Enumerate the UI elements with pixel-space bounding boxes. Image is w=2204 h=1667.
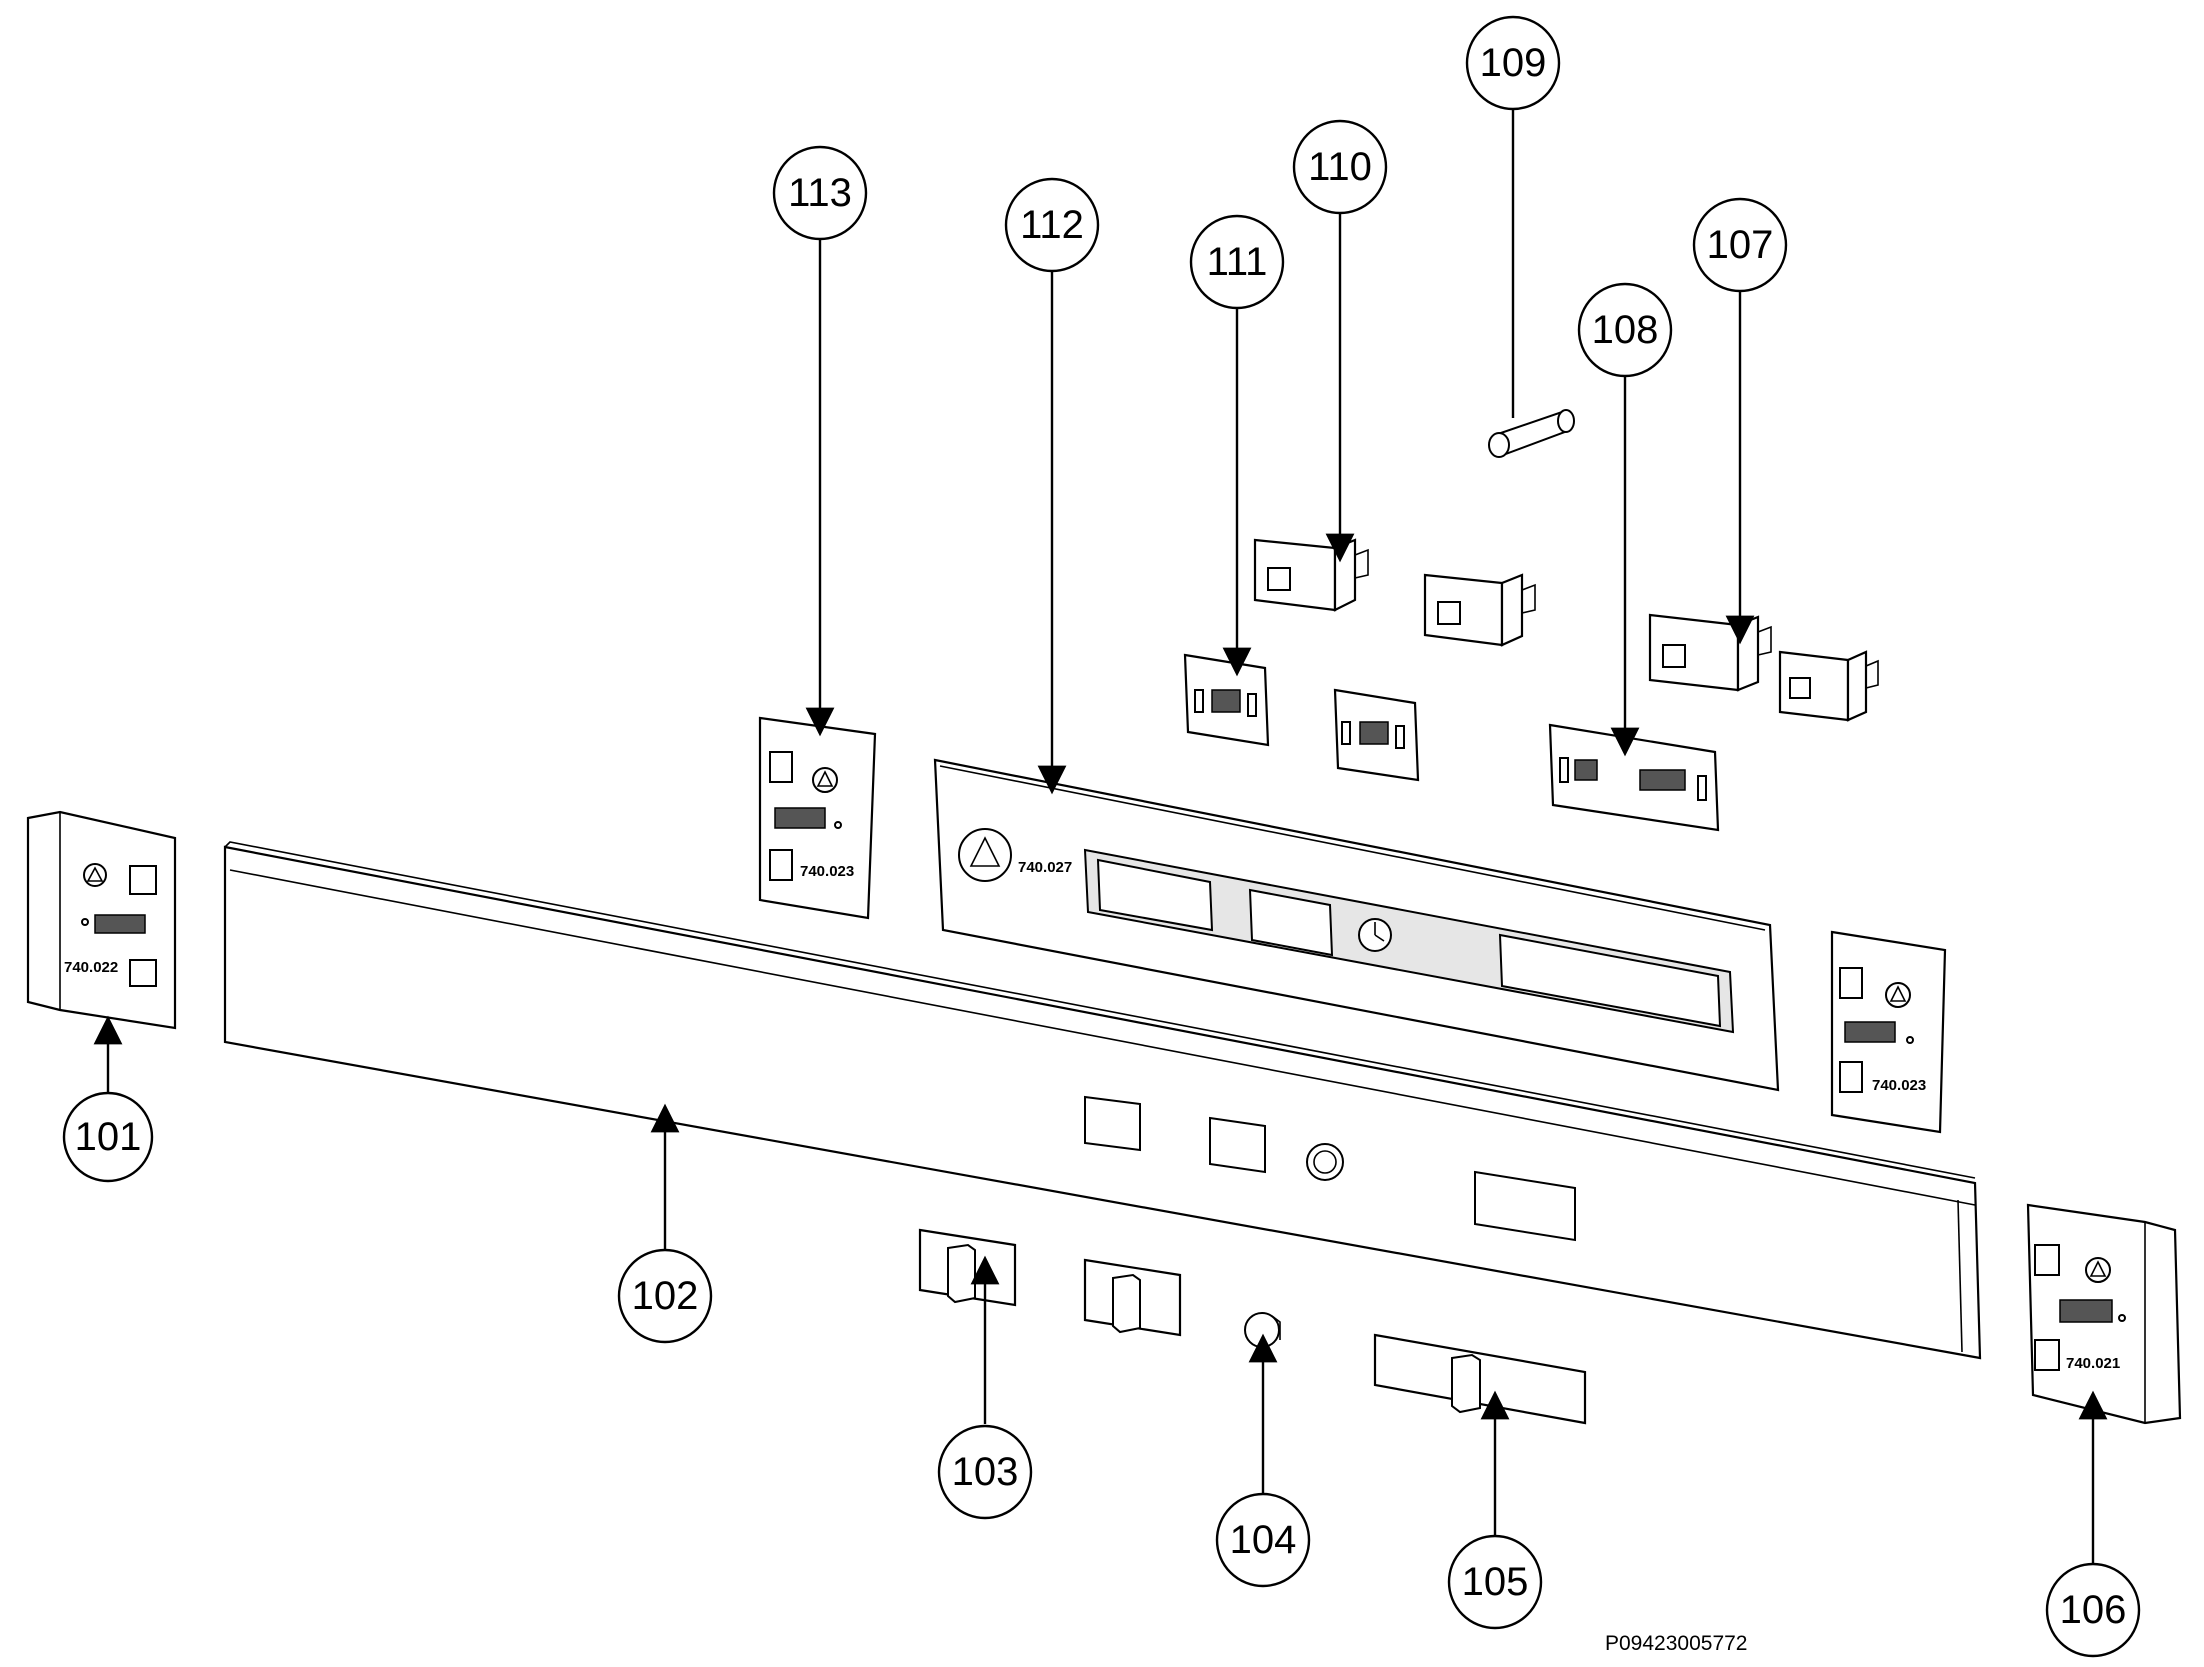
button-cap-left [918,1228,1017,1307]
light-pipe-left [1183,653,1270,747]
callout-108: 108 [1577,282,1673,378]
switch-2 [1423,573,1536,647]
svg-text:113: 113 [788,171,852,215]
light-pipe-middle [1333,688,1420,782]
callout-111: 111 [1189,214,1285,310]
end-cap-right: 740.021 [2026,1203,2182,1425]
switch-3 [1648,613,1772,692]
bracket-upper-left-part-mark: 740.023 [800,863,854,880]
control-panel-fascia [223,841,1982,1360]
svg-text:112: 112 [1020,203,1084,247]
callout-106: 106 [2045,1562,2141,1658]
display-frame: 740.027 [933,758,1780,1092]
svg-text:102: 102 [632,1274,699,1318]
button-cap-middle [1083,1258,1182,1337]
bracket-right: 740.023 [1830,930,1947,1134]
svg-text:110: 110 [1308,145,1372,189]
callout-109: 109 [1465,15,1561,111]
svg-text:105: 105 [1462,1560,1529,1604]
switch-4 [1778,650,1879,722]
end-cap-left: 740.022 [26,810,177,1030]
callout-105: 105 [1447,1534,1543,1630]
callout-110: 110 [1292,119,1388,215]
bracket-upper-left: 740.023 [758,716,877,920]
callout-113: 113 [772,145,868,241]
svg-text:103: 103 [952,1450,1019,1494]
svg-text:107: 107 [1707,223,1774,267]
callout-112: 112 [1004,177,1100,273]
fascia-knob-hole [1306,1143,1344,1181]
callout-leaders [93,110,2108,1563]
knob [1244,1312,1281,1348]
svg-text:108: 108 [1592,308,1659,352]
svg-text:104: 104 [1230,1518,1297,1562]
callout-107: 107 [1692,197,1788,293]
switch-1 [1253,538,1369,612]
svg-text:106: 106 [2060,1588,2127,1632]
end-cap-right-part-mark: 740.021 [2066,1355,2120,1372]
callout-104: 104 [1215,1492,1311,1588]
callout-103: 103 [937,1424,1033,1520]
svg-text:101: 101 [75,1115,142,1159]
callout-101: 101 [62,1091,154,1183]
end-cap-left-part-mark: 740.022 [64,959,118,976]
fascia-window-1 [1084,1095,1141,1152]
button-cap-wide [1373,1333,1587,1425]
pin [1488,409,1575,458]
drawing-reference: P09423005772 [1605,1632,1747,1655]
frame-part-mark: 740.027 [1018,859,1072,876]
callout-102: 102 [617,1248,713,1344]
bracket-right-part-mark: 740.023 [1872,1077,1926,1094]
svg-text:109: 109 [1480,41,1547,85]
fascia-window-3 [1474,1170,1576,1242]
frame-logo-icon [958,828,1012,882]
fascia-window-2 [1209,1116,1266,1174]
light-pipe-wide [1548,723,1720,832]
svg-text:111: 111 [1207,240,1268,284]
